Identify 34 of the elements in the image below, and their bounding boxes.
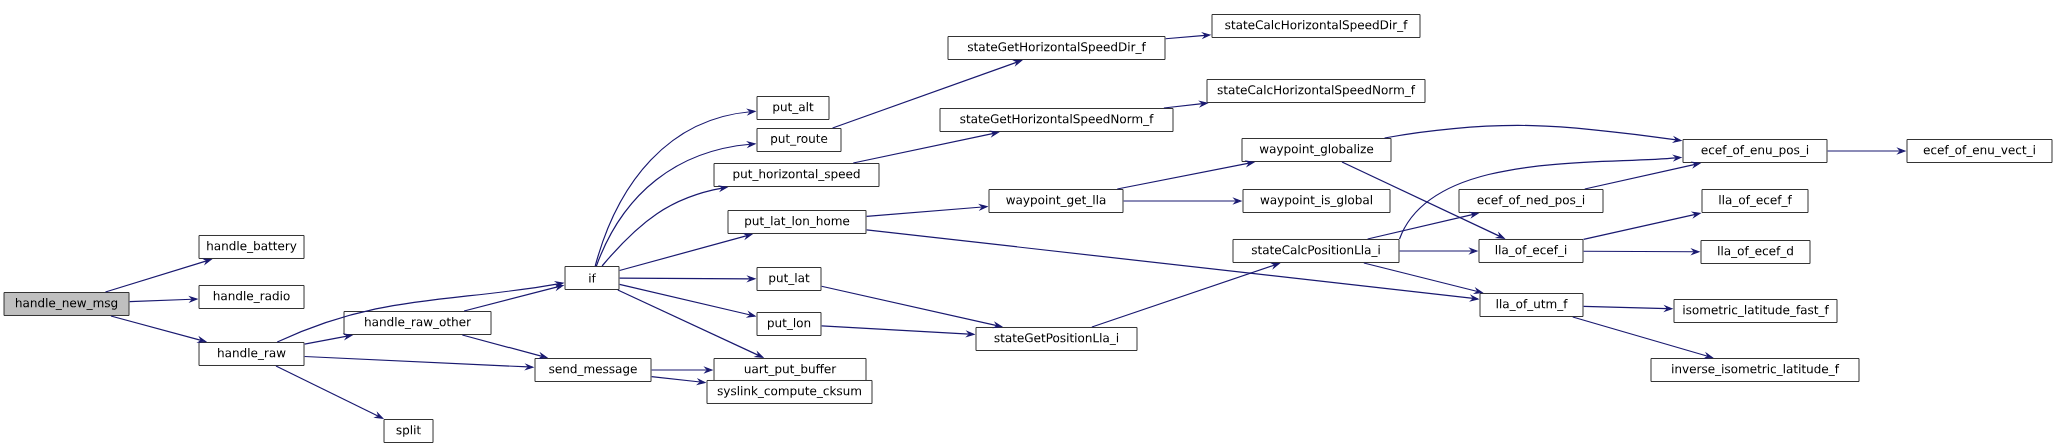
function-box: send_message <box>534 358 652 382</box>
function-box: handle_raw <box>198 342 305 366</box>
function-box: stateGetHorizontalSpeedNorm_f <box>939 108 1174 132</box>
function-box: put_lat_lon_home <box>727 210 867 234</box>
function-box: inverse_isometric_latitude_f <box>1650 358 1860 382</box>
function-box: waypoint_is_global <box>1242 189 1391 213</box>
function-box: lla_of_ecef_f <box>1701 189 1809 213</box>
function-box: if <box>564 266 620 290</box>
function-box: handle_battery <box>198 235 305 259</box>
function-box: stateGetHorizontalSpeedDir_f <box>947 36 1166 60</box>
function-box: handle_raw_other <box>343 311 492 335</box>
function-box: put_alt <box>756 96 830 120</box>
function-box: lla_of_utm_f <box>1479 293 1584 317</box>
function-box: stateCalcHorizontalSpeedNorm_f <box>1206 79 1426 103</box>
function-box: put_route <box>756 128 842 152</box>
function-box: waypoint_globalize <box>1241 138 1392 162</box>
function-box: handle_new_msg <box>3 292 130 316</box>
function-box: ecef_of_enu_vect_i <box>1906 139 2053 163</box>
function-box: lla_of_ecef_i <box>1478 239 1584 263</box>
function-box: stateCalcHorizontalSpeedDir_f <box>1211 14 1421 38</box>
function-box: ecef_of_enu_pos_i <box>1682 139 1828 163</box>
function-box: handle_radio <box>198 285 305 309</box>
function-box: split <box>383 419 434 443</box>
function-box: isometric_latitude_fast_f <box>1673 299 1838 323</box>
function-box: put_lon <box>756 312 822 336</box>
function-box: waypoint_get_lla <box>988 189 1124 213</box>
function-box: put_horizontal_speed <box>713 163 880 187</box>
function-box: ecef_of_ned_pos_i <box>1458 189 1604 213</box>
function-box: lla_of_ecef_d <box>1700 240 1811 264</box>
function-box: syslink_compute_cksum <box>706 380 873 404</box>
function-box: stateGetPositionLla_i <box>975 327 1138 351</box>
function-box: put_lat <box>756 267 822 291</box>
function-box: uart_put_buffer <box>713 358 867 382</box>
function-box: stateCalcPositionLla_i <box>1232 239 1400 263</box>
